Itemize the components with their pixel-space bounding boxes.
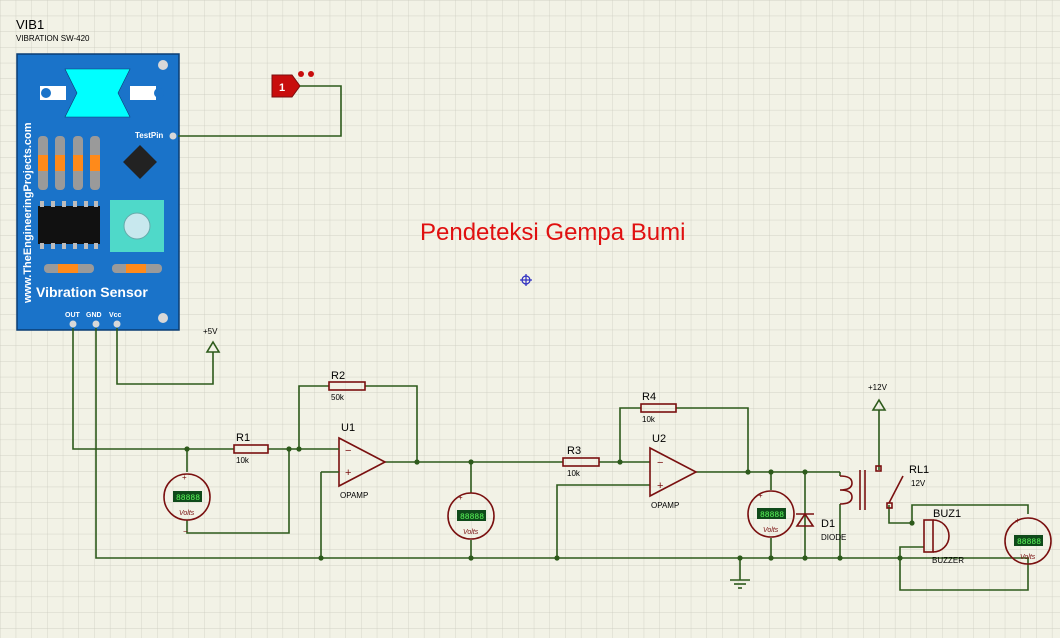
sensor-ref: VIB1	[16, 17, 44, 32]
relay-value: 12V	[911, 479, 926, 488]
sensor-model: VIBRATION SW-420	[16, 34, 90, 43]
mount-hole-icon	[158, 313, 168, 323]
diode-ref: D1	[821, 518, 835, 530]
opamp-minus-icon: −	[345, 445, 351, 457]
power-terminal-12v[interactable]: +12V	[868, 383, 888, 411]
relay-rl1[interactable]: RL1 12V	[839, 464, 929, 510]
power-label-5v: +5V	[203, 327, 218, 336]
voltmeter-unit: Volts	[179, 510, 195, 517]
pin-label-out: OUT	[65, 312, 81, 319]
terminal-number: 1	[279, 82, 285, 94]
voltmeter-4[interactable]: 88888 Volts +	[1004, 516, 1052, 565]
sensor-lead-hole-left	[41, 88, 51, 98]
voltmeter-minus-icon: −	[183, 527, 188, 536]
sensor-lead-right	[130, 86, 156, 100]
resistor-value: 10k	[567, 469, 581, 478]
opamp-type: OPAMP	[340, 491, 368, 500]
opamp-ref: U2	[652, 433, 666, 445]
resistor-ref: R1	[236, 432, 250, 444]
pin-label-vcc: Vcc	[109, 312, 122, 319]
testpin-label: TestPin	[135, 131, 163, 140]
voltmeter-3[interactable]: 88888 Volts +	[747, 490, 795, 538]
resistor-ref: R2	[331, 370, 345, 382]
vibration-sensor-module[interactable]: VIB1 VIBRATION SW-420 TestPin	[16, 17, 180, 331]
resistor-ref: R3	[567, 445, 581, 457]
voltmeter-reading: 88888	[760, 511, 784, 520]
pin-gnd[interactable]	[92, 320, 100, 328]
pin-testpin[interactable]	[169, 132, 177, 140]
resistor-r4[interactable]: R4 10k	[640, 391, 677, 424]
terminal-dot-icon	[298, 71, 304, 77]
opamp-u2[interactable]: − + U2 OPAMP	[649, 433, 698, 510]
resistor-value: 10k	[236, 456, 250, 465]
diode-type: DIODE	[821, 533, 846, 542]
resistor-r2[interactable]: R2 50k	[328, 370, 366, 402]
opamp-ref: U1	[341, 422, 355, 434]
opamp-plus-icon: +	[657, 480, 663, 492]
voltmeter-plus-icon: +	[758, 491, 763, 500]
diagram-title: Pendeteksi Gempa Bumi	[420, 219, 685, 246]
voltmeter-reading: 88888	[1017, 538, 1041, 547]
resistor-ref: R4	[642, 391, 656, 403]
pin-out[interactable]	[69, 320, 77, 328]
voltmeter-reading: 88888	[460, 513, 484, 522]
buzzer-type: BUZZER	[932, 556, 964, 565]
pin-vcc[interactable]	[113, 320, 121, 328]
voltmeter-plus-icon: +	[1015, 516, 1020, 525]
resistor-r1[interactable]: R1 10k	[233, 432, 269, 465]
voltmeter-plus-icon: +	[182, 473, 187, 482]
voltmeter-unit: Volts	[1020, 554, 1036, 561]
ic-chip-icon	[38, 201, 100, 249]
board-label: Vibration Sensor	[36, 284, 148, 300]
voltmeter-unit: Volts	[463, 529, 479, 536]
resistor-value: 10k	[642, 415, 656, 424]
sensor-website: www.TheEngineeringProjects.com	[22, 122, 34, 304]
origin-marker	[520, 274, 532, 286]
diode-d1[interactable]: D1 DIODE	[795, 512, 846, 542]
resistor-value: 50k	[331, 393, 345, 402]
mount-hole-icon	[158, 60, 168, 70]
opamp-minus-icon: −	[657, 457, 663, 469]
pin-label-gnd: GND	[86, 312, 102, 319]
buzzer-ref: BUZ1	[933, 508, 961, 520]
junctions	[184, 446, 915, 561]
resistor-r3[interactable]: R3 10k	[562, 445, 600, 478]
opamp-u1[interactable]: − + U1 OPAMP	[321, 422, 387, 500]
opamp-type: OPAMP	[651, 501, 679, 510]
terminal-marker[interactable]: 1	[271, 71, 314, 98]
board-resistors-icon	[38, 136, 100, 190]
voltmeter-1[interactable]: 88888 Volts + −	[163, 473, 211, 536]
smd-chip-icon	[123, 145, 157, 179]
vibration-switch-icon	[64, 68, 131, 118]
opamp-plus-icon: +	[345, 467, 351, 479]
sensor-lead-hole-right	[154, 88, 164, 98]
relay-ref: RL1	[909, 464, 929, 476]
power-terminal-5v[interactable]: +5V	[203, 327, 221, 353]
voltmeter-unit: Volts	[763, 527, 779, 534]
voltmeter-reading: 88888	[176, 494, 200, 503]
smd-resistor-icon	[44, 264, 162, 273]
voltmeter-2[interactable]: 88888 Volts +	[447, 492, 495, 540]
ground-icon	[730, 579, 750, 589]
power-label-12v: +12V	[868, 383, 888, 392]
buzzer-buz1[interactable]: BUZ1 BUZZER	[923, 508, 964, 565]
potentiometer-icon	[110, 200, 164, 252]
voltmeter-plus-icon: +	[458, 493, 463, 502]
wires	[72, 85, 1029, 591]
terminal-dot-icon	[308, 71, 314, 77]
